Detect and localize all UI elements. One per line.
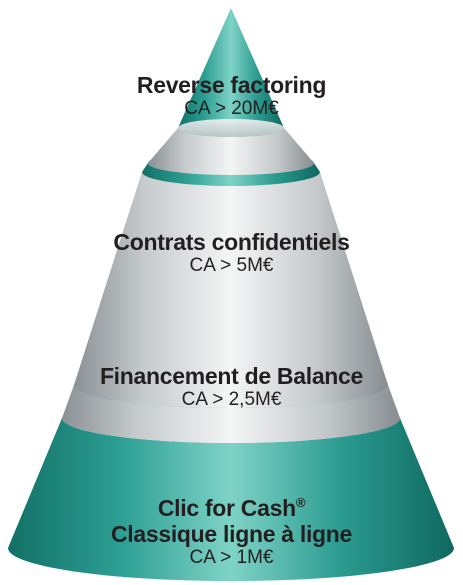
tier-2-name: Contrats confidentiels xyxy=(113,229,350,255)
tier-1-label: Reverse factoring CA > 20M€ xyxy=(0,72,463,120)
tier-4-name-line: Clic for Cash® xyxy=(0,495,463,521)
tier-3-condition: CA > 2,5M€ xyxy=(181,389,282,410)
tier-2-label: Contrats confidentiels CA > 5M€ xyxy=(0,229,463,277)
tier-4-condition: CA > 1M€ xyxy=(189,547,274,568)
tier-3-separator xyxy=(62,385,400,443)
tier-3-label: Financement de Balance CA > 2,5M€ xyxy=(0,363,463,411)
tier-2-condition: CA > 5M€ xyxy=(189,255,274,276)
tier-4-band xyxy=(8,418,454,581)
tier-1-band xyxy=(148,128,314,175)
tier-2-disc xyxy=(142,163,320,186)
registered-trademark-mark: ® xyxy=(295,495,306,510)
tier-4-name-line2: Classique ligne à ligne xyxy=(110,521,353,547)
tier-4-name: Clic for Cash xyxy=(157,495,296,521)
tier-4-label: Clic for Cash® Classique ligne à ligne C… xyxy=(0,495,463,569)
tier-1-tip-base xyxy=(178,119,284,137)
tier-1-condition: CA > 20M€ xyxy=(184,98,279,119)
tier-2-band xyxy=(74,172,388,408)
tier-1-name: Reverse factoring xyxy=(136,72,327,98)
tier-1-tip xyxy=(178,8,284,137)
tier-3-name: Financement de Balance xyxy=(99,363,364,389)
